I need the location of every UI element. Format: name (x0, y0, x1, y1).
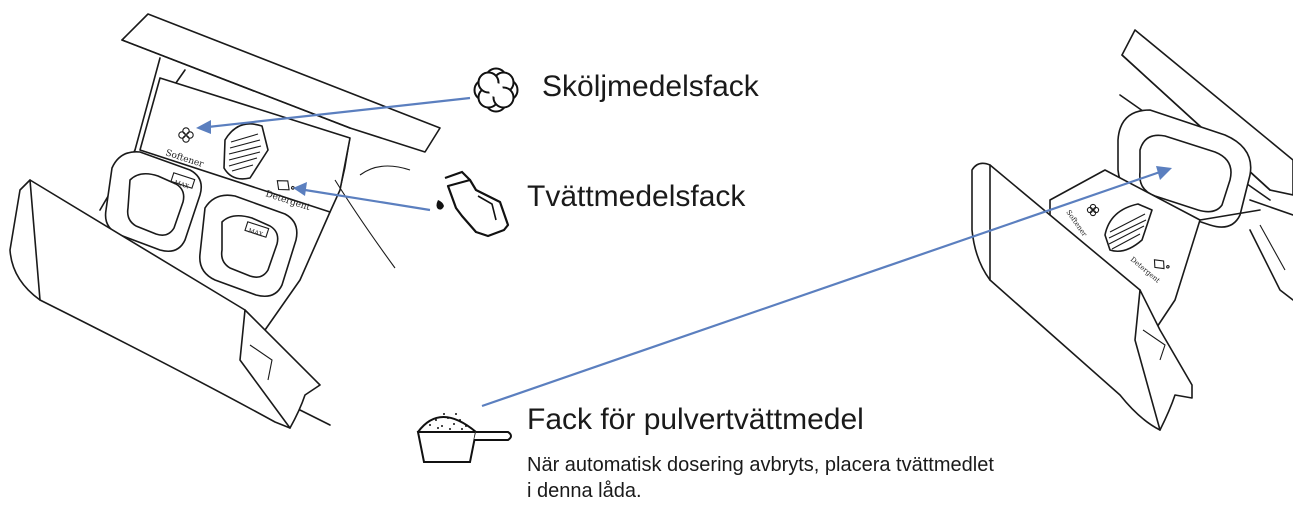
detergent-compartment-label: Tvättmedelsfack (527, 180, 746, 213)
max-marking-2: MAX (247, 227, 264, 238)
left-cup-1: MAX (104, 151, 203, 253)
softener-mini-icon-right (1086, 203, 1100, 217)
max-marking-1: MAX (173, 179, 190, 190)
right-dispenser-drawer: Softener Detergent (971, 29, 1293, 431)
left-cup-2: MAX (198, 194, 298, 298)
powder-note-line1: När automatisk dosering avbryts, placera… (527, 454, 994, 476)
powder-compartment-label: Fack för pulvertvättmedel (527, 403, 864, 436)
softener-arrow (196, 96, 471, 134)
softener-compartment-label: Sköljmedelsfack (542, 70, 759, 103)
powder-scoop-icon (416, 413, 512, 463)
flower-icon (473, 67, 519, 113)
powder-note-line2: i denna låda. (527, 480, 642, 502)
softener-mini-icon (178, 127, 194, 143)
right-grille (1104, 203, 1153, 253)
left-dispenser-drawer: Softener Detergent MAX MAX (9, 13, 441, 429)
left-grille (223, 123, 269, 180)
detergent-mini-icon-right (1153, 259, 1170, 270)
detergent-bottle-icon (436, 170, 510, 238)
powder-arrow (481, 166, 1172, 408)
detergent-arrow (293, 182, 431, 212)
